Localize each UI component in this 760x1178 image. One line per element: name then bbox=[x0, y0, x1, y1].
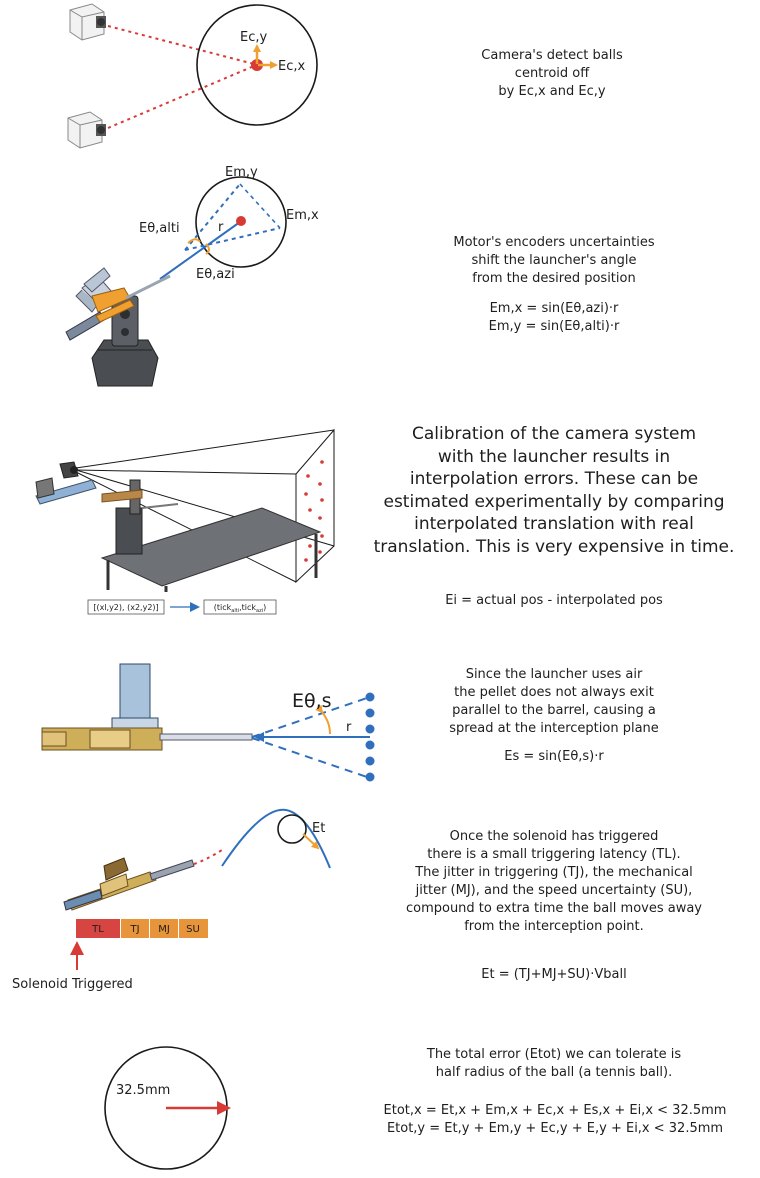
timing-text-line: compound to extra time the ball moves aw… bbox=[405, 901, 703, 916]
timing-bar-tl-label: TL bbox=[91, 924, 104, 935]
spread-text-line: spread at the interception plane bbox=[449, 721, 659, 736]
camera-top-ray bbox=[107, 25, 255, 65]
ball-trajectory bbox=[221, 808, 331, 869]
timing-text-line: Once the solenoid has triggered bbox=[449, 829, 659, 844]
camera-text-line: Camera's detect balls bbox=[481, 48, 623, 63]
timing-bar-mj-label: MJ bbox=[158, 924, 170, 935]
calibration-rig-icon bbox=[35, 461, 322, 592]
motor-cone-upper bbox=[184, 183, 241, 251]
spread-description: Since the launcher uses air the pellet d… bbox=[412, 666, 696, 766]
etheta-s-label: Eθ,s bbox=[292, 690, 332, 712]
em-y-label: Em,y bbox=[225, 165, 258, 180]
timing-bar-tj bbox=[121, 919, 149, 938]
calibration-projection bbox=[75, 428, 335, 584]
barrel-angled-icon bbox=[63, 857, 195, 911]
es-angle-arrow bbox=[315, 704, 331, 735]
timing-equation: Et = (TJ+MJ+SU)·Vball bbox=[481, 967, 627, 982]
spread-text-line: Since the launcher uses air bbox=[465, 667, 643, 682]
tolerance-equation-x: Etot,x = Et,x + Em,x + Ec,x + Es,x + Ei,… bbox=[383, 1103, 727, 1118]
tolerance-equation-y: Etot,y = Et,y + Em,y + Ec,y + E,y + Ei,x… bbox=[386, 1121, 724, 1136]
timing-bar-su bbox=[179, 919, 208, 938]
motor-text-line: from the desired position bbox=[472, 271, 636, 286]
camera-bottom-icon bbox=[67, 111, 106, 149]
interception-circle bbox=[277, 814, 307, 844]
calibration-text-line: Calibration of the camera system bbox=[411, 424, 697, 444]
camera-bottom-ray bbox=[107, 65, 255, 129]
etheta-azi-label: Eθ,azi bbox=[196, 267, 235, 282]
timing-bar-tl bbox=[76, 919, 120, 938]
ec-x-label: Ec,x bbox=[278, 59, 305, 74]
motor-cone-mid bbox=[239, 183, 281, 229]
motor-cone-lower bbox=[184, 227, 281, 251]
etheta-alti-label: Eθ,alti bbox=[139, 221, 180, 236]
motor-radius-line bbox=[159, 221, 241, 280]
spread-text-line: parallel to the barrel, causing a bbox=[452, 703, 656, 718]
tolerance-equations: Etot,x = Et,x + Em,x + Ec,x + Es,x + Ei,… bbox=[360, 1102, 750, 1138]
motor-equation-y: Em,y = sin(Eθ,alti)·r bbox=[488, 319, 620, 334]
motor-description: Motor's encoders uncertainties shift the… bbox=[402, 234, 706, 336]
calibration-text-line: estimated experimentally by comparing bbox=[383, 491, 725, 512]
motor-text-line: Motor's encoders uncertainties bbox=[453, 235, 655, 250]
timing-text-line: from the interception point. bbox=[464, 919, 644, 934]
tolerance-text-line: The total error (Etot) we can tolerate i… bbox=[426, 1047, 682, 1062]
radius-label: 32.5mm bbox=[116, 1083, 170, 1098]
camera-top-icon bbox=[69, 3, 106, 41]
timing-text-line: there is a small triggering latency (TL)… bbox=[427, 847, 681, 862]
spread-upper-line bbox=[251, 696, 371, 738]
calibration-mapping: [(xl,y2), (x2,y2)] (tickalti,tickazi) bbox=[87, 599, 277, 615]
interception-points bbox=[365, 692, 375, 782]
alti-angle-arc bbox=[187, 238, 201, 244]
timing-bar-su-label: SU bbox=[186, 924, 200, 935]
pellet-trajectory bbox=[193, 849, 223, 865]
motor-r-label: r bbox=[218, 220, 224, 235]
tolerance-text-line: half radius of the ball (a tennis ball). bbox=[435, 1065, 673, 1080]
timing-text-line: jitter (MJ), and the speed uncertainty (… bbox=[415, 883, 693, 898]
target-circle-camera bbox=[196, 4, 318, 126]
calibration-text-line: with the launcher results in bbox=[437, 446, 671, 467]
timing-description: Once the solenoid has triggered there is… bbox=[382, 828, 726, 936]
ec-y-label: Ec,y bbox=[240, 30, 267, 45]
tolerance-description: The total error (Etot) we can tolerate i… bbox=[382, 1046, 726, 1082]
camera-description: Camera's detect balls centroid off by Ec… bbox=[432, 47, 672, 101]
motor-text-line: shift the launcher's angle bbox=[471, 253, 637, 268]
timing-bar-mj bbox=[150, 919, 178, 938]
timing-bar-tj-label: TJ bbox=[129, 924, 139, 935]
calibration-text-line: interpolated translation with real bbox=[414, 514, 694, 534]
spread-r-label: r bbox=[346, 720, 352, 735]
calibration-description: Calibration of the camera system with th… bbox=[356, 423, 752, 558]
tick-coords-label: (tickalti,tickazi) bbox=[214, 603, 266, 614]
timing-text-line: The jitter in triggering (TJ), the mecha… bbox=[415, 865, 693, 880]
launcher-side-icon bbox=[41, 663, 253, 751]
spread-text-line: the pellet does not always exit bbox=[454, 685, 654, 700]
calibration-equation: Ei = actual pos - interpolated pos bbox=[445, 593, 663, 608]
em-x-label: Em,x bbox=[286, 208, 319, 223]
pixel-coords-box bbox=[87, 599, 165, 615]
ball-centroid bbox=[251, 59, 263, 71]
pixel-coords-label: [(xl,y2), (x2,y2)] bbox=[93, 603, 158, 612]
solenoid-label: Solenoid Triggered bbox=[12, 977, 133, 992]
camera-text-line: centroid off bbox=[514, 66, 590, 81]
launcher-robot-icon bbox=[65, 267, 171, 387]
motor-target-dot bbox=[236, 216, 246, 226]
et-arrow bbox=[302, 833, 320, 850]
timing-bar: TL TJ MJ SU bbox=[76, 919, 208, 938]
spread-equation: Es = sin(Eθ,s)·r bbox=[504, 749, 604, 764]
azi-angle-arc bbox=[205, 243, 210, 255]
spread-lower-line bbox=[251, 737, 371, 779]
camera-text-line: by Ec,x and Ec,y bbox=[498, 84, 606, 99]
target-circle-motor bbox=[195, 176, 287, 268]
et-label: Et bbox=[312, 821, 325, 836]
motor-equation-x: Em,x = sin(Eθ,azi)·r bbox=[489, 301, 619, 316]
calibration-text-line: translation. This is very expensive in t… bbox=[373, 536, 735, 557]
calibration-text-line: interpolation errors. These can be bbox=[409, 469, 699, 489]
tick-coords-box bbox=[203, 599, 277, 615]
